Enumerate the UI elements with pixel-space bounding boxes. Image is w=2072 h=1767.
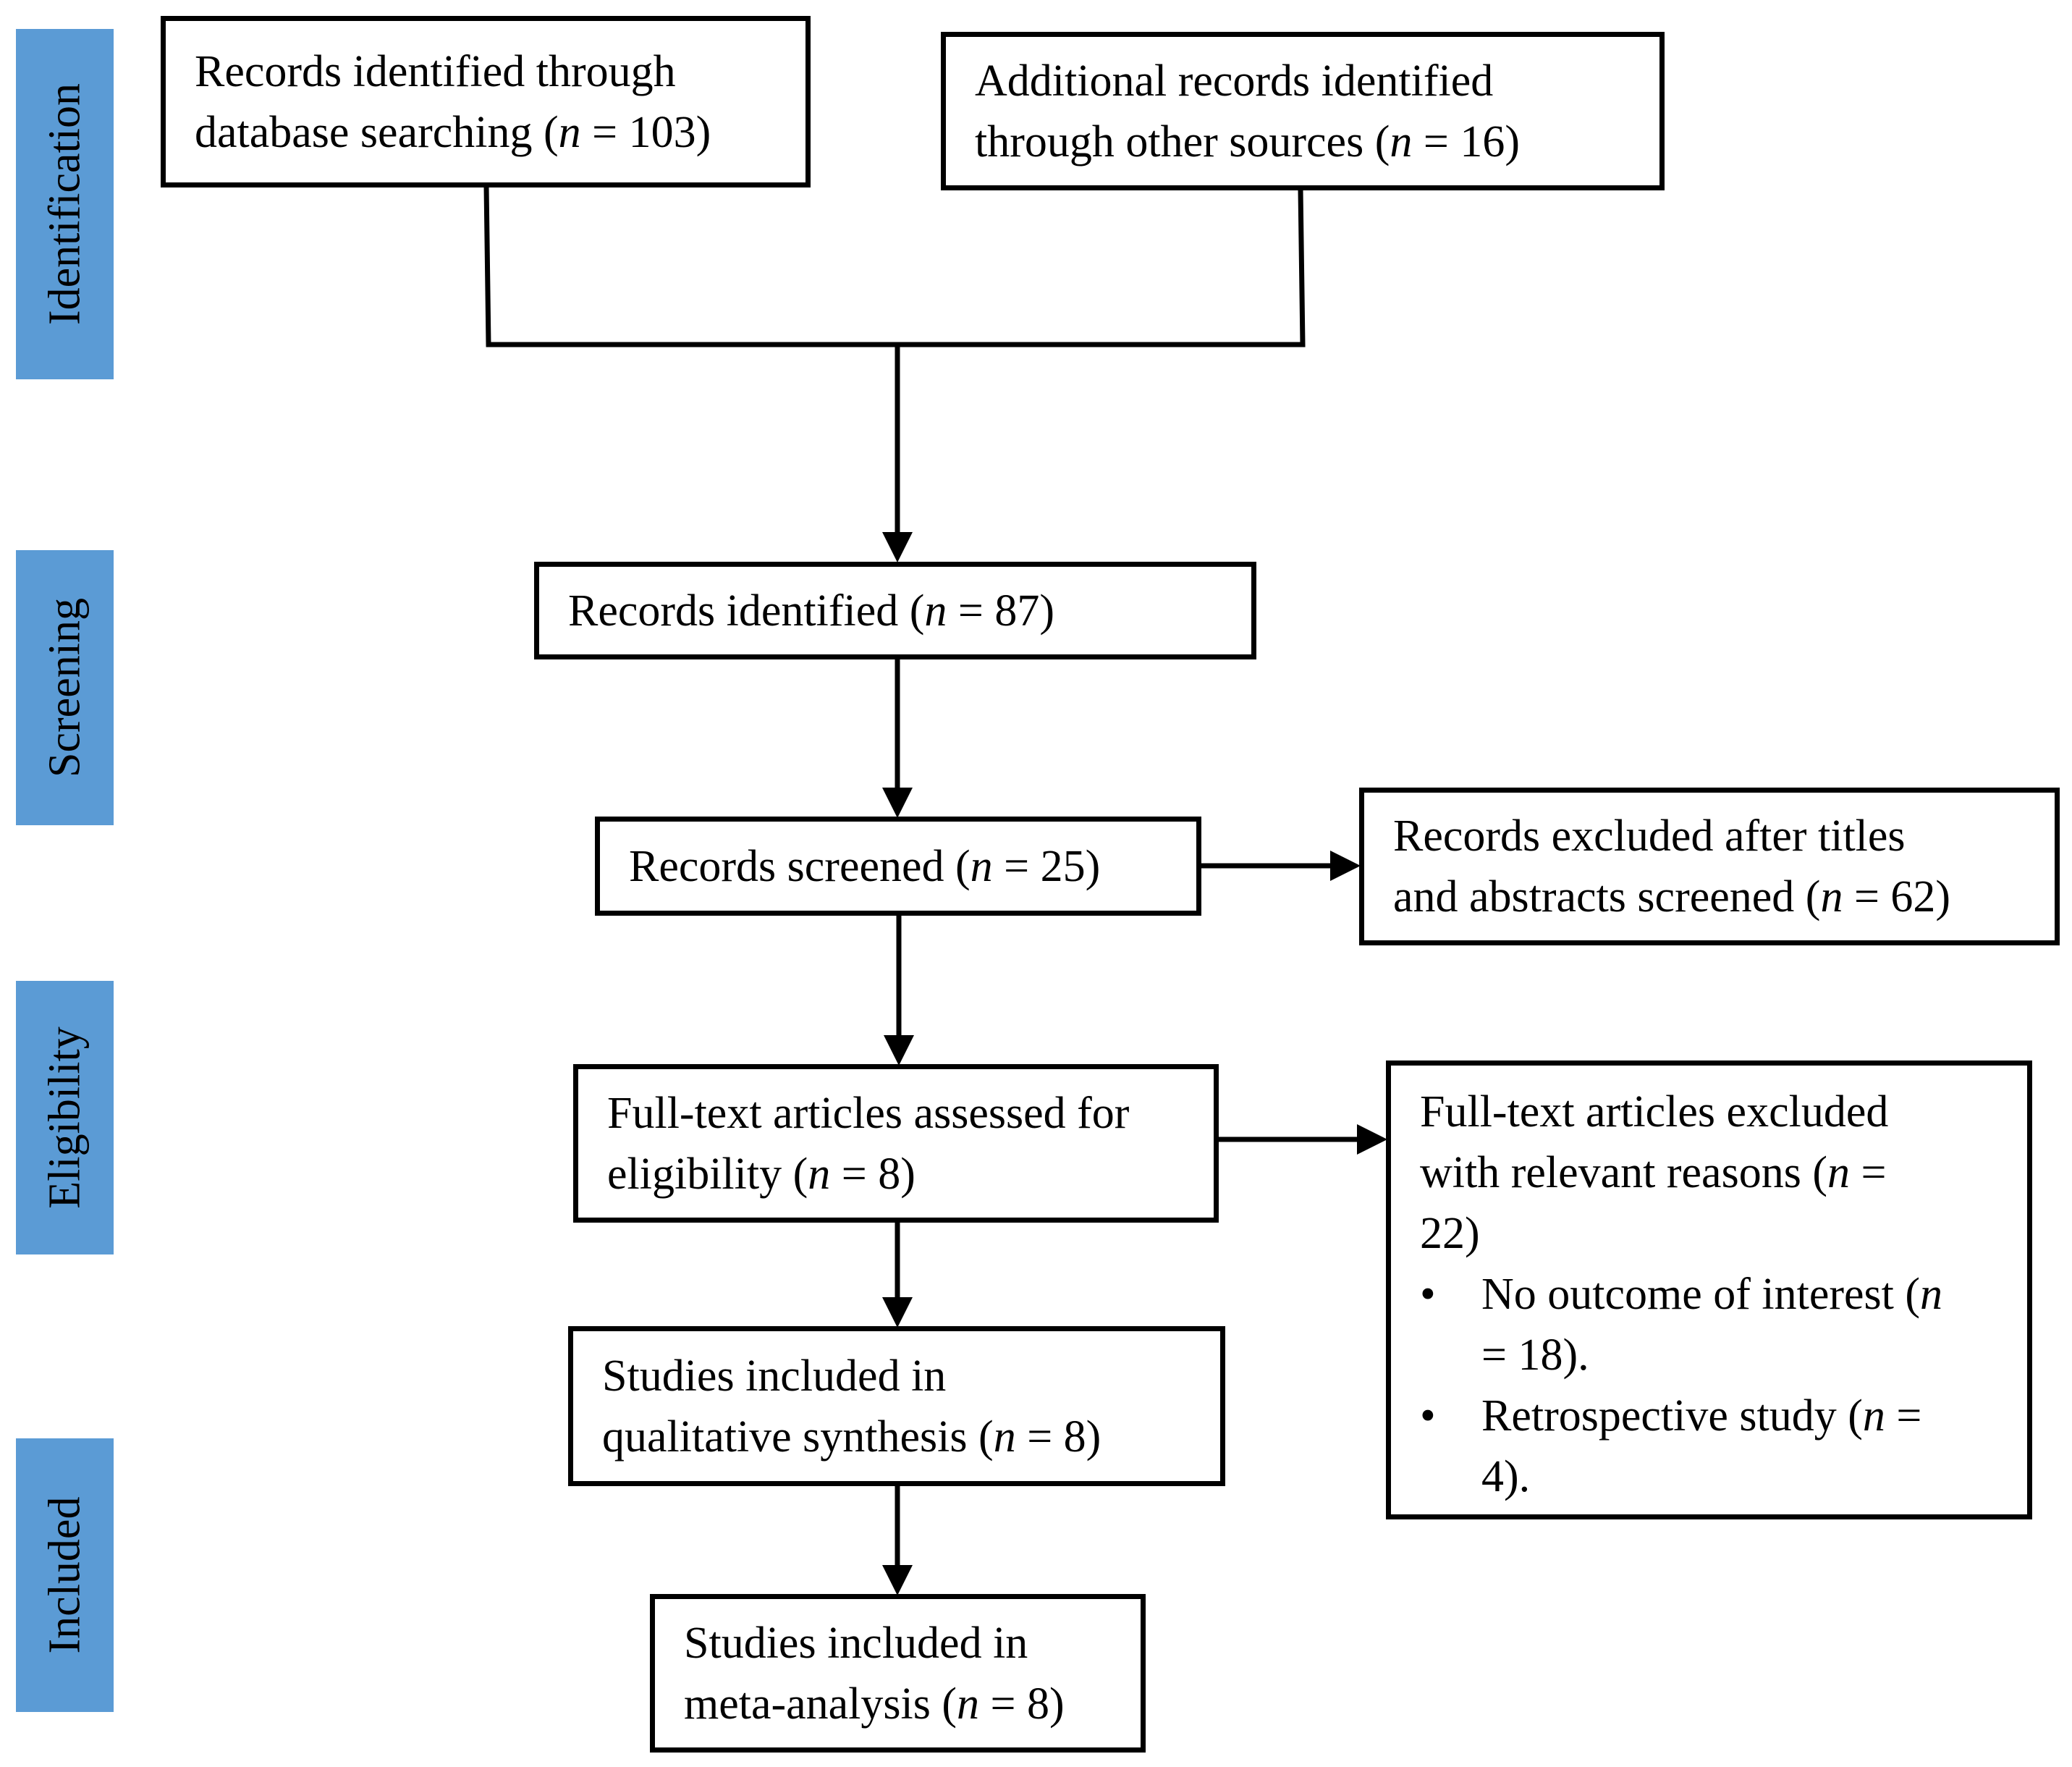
box-fulltext-assessed-line1: Full-text articles assessed for	[607, 1088, 1130, 1138]
box-other-sources-line2: through other sources (n = 16)	[975, 117, 1520, 166]
stage-screening-label: Screening	[40, 598, 89, 777]
box-records-identified: Records identified (n = 87)	[534, 562, 1256, 659]
exclusion-reason-item: Retrospective study (n = 4).	[1420, 1386, 1998, 1507]
box-records-screened-text: Records screened (n = 25)	[629, 841, 1101, 891]
stage-screening: Screening	[16, 550, 114, 825]
box-records-screened: Records screened (n = 25)	[595, 817, 1201, 916]
box-records-excluded-line1: Records excluded after titles	[1393, 811, 1906, 861]
box-meta-analysis: Studies included in meta-analysis (n = 8…	[650, 1594, 1146, 1753]
box-other-sources-line1: Additional records identified	[975, 56, 1494, 106]
box-meta-analysis-line1: Studies included in	[684, 1618, 1028, 1668]
stage-identification: Identification	[16, 29, 114, 379]
box-fulltext-excluded-line1: Full-text articles excluded	[1420, 1087, 1889, 1136]
exclusion-reason-item: No outcome of interest (n = 18).	[1420, 1264, 1998, 1386]
stage-included: Included	[16, 1438, 114, 1712]
box-fulltext-assessed: Full-text articles assessed for eligibil…	[573, 1064, 1219, 1223]
box-records-excluded-line2: and abstracts screened (n = 62)	[1393, 872, 1951, 922]
stage-eligibility: Eligibility	[16, 981, 114, 1254]
box-qualitative-line1: Studies included in	[602, 1351, 947, 1401]
exclusion-reasons-list: No outcome of interest (n = 18). Retrosp…	[1420, 1264, 1998, 1507]
stage-identification-label: Identification	[40, 83, 89, 325]
box-qualitative-synthesis: Studies included in qualitative synthesi…	[568, 1326, 1225, 1486]
stage-included-label: Included	[40, 1496, 89, 1654]
box-fulltext-excluded-line2: with relevant reasons (n =	[1420, 1148, 1887, 1197]
stage-eligibility-label: Eligibility	[40, 1026, 89, 1209]
box-records-excluded: Records excluded after titles and abstra…	[1359, 788, 2060, 945]
merge-connector	[483, 186, 1306, 347]
box-records-identified-text: Records identified (n = 87)	[568, 586, 1055, 636]
box-meta-analysis-line2: meta-analysis (n = 8)	[684, 1679, 1065, 1729]
box-fulltext-assessed-line2: eligibility (n = 8)	[607, 1149, 916, 1199]
box-database-line1: Records identified through	[195, 46, 676, 96]
box-database-records: Records identified through database sear…	[161, 16, 811, 187]
box-other-sources-records: Additional records identified through ot…	[941, 32, 1665, 190]
box-fulltext-excluded-line3: 22)	[1420, 1209, 1480, 1258]
box-database-line2: database searching (n = 103)	[195, 107, 711, 157]
box-fulltext-excluded: Full-text articles excluded with relevan…	[1386, 1060, 2032, 1519]
box-qualitative-line2: qualitative synthesis (n = 8)	[602, 1412, 1101, 1462]
